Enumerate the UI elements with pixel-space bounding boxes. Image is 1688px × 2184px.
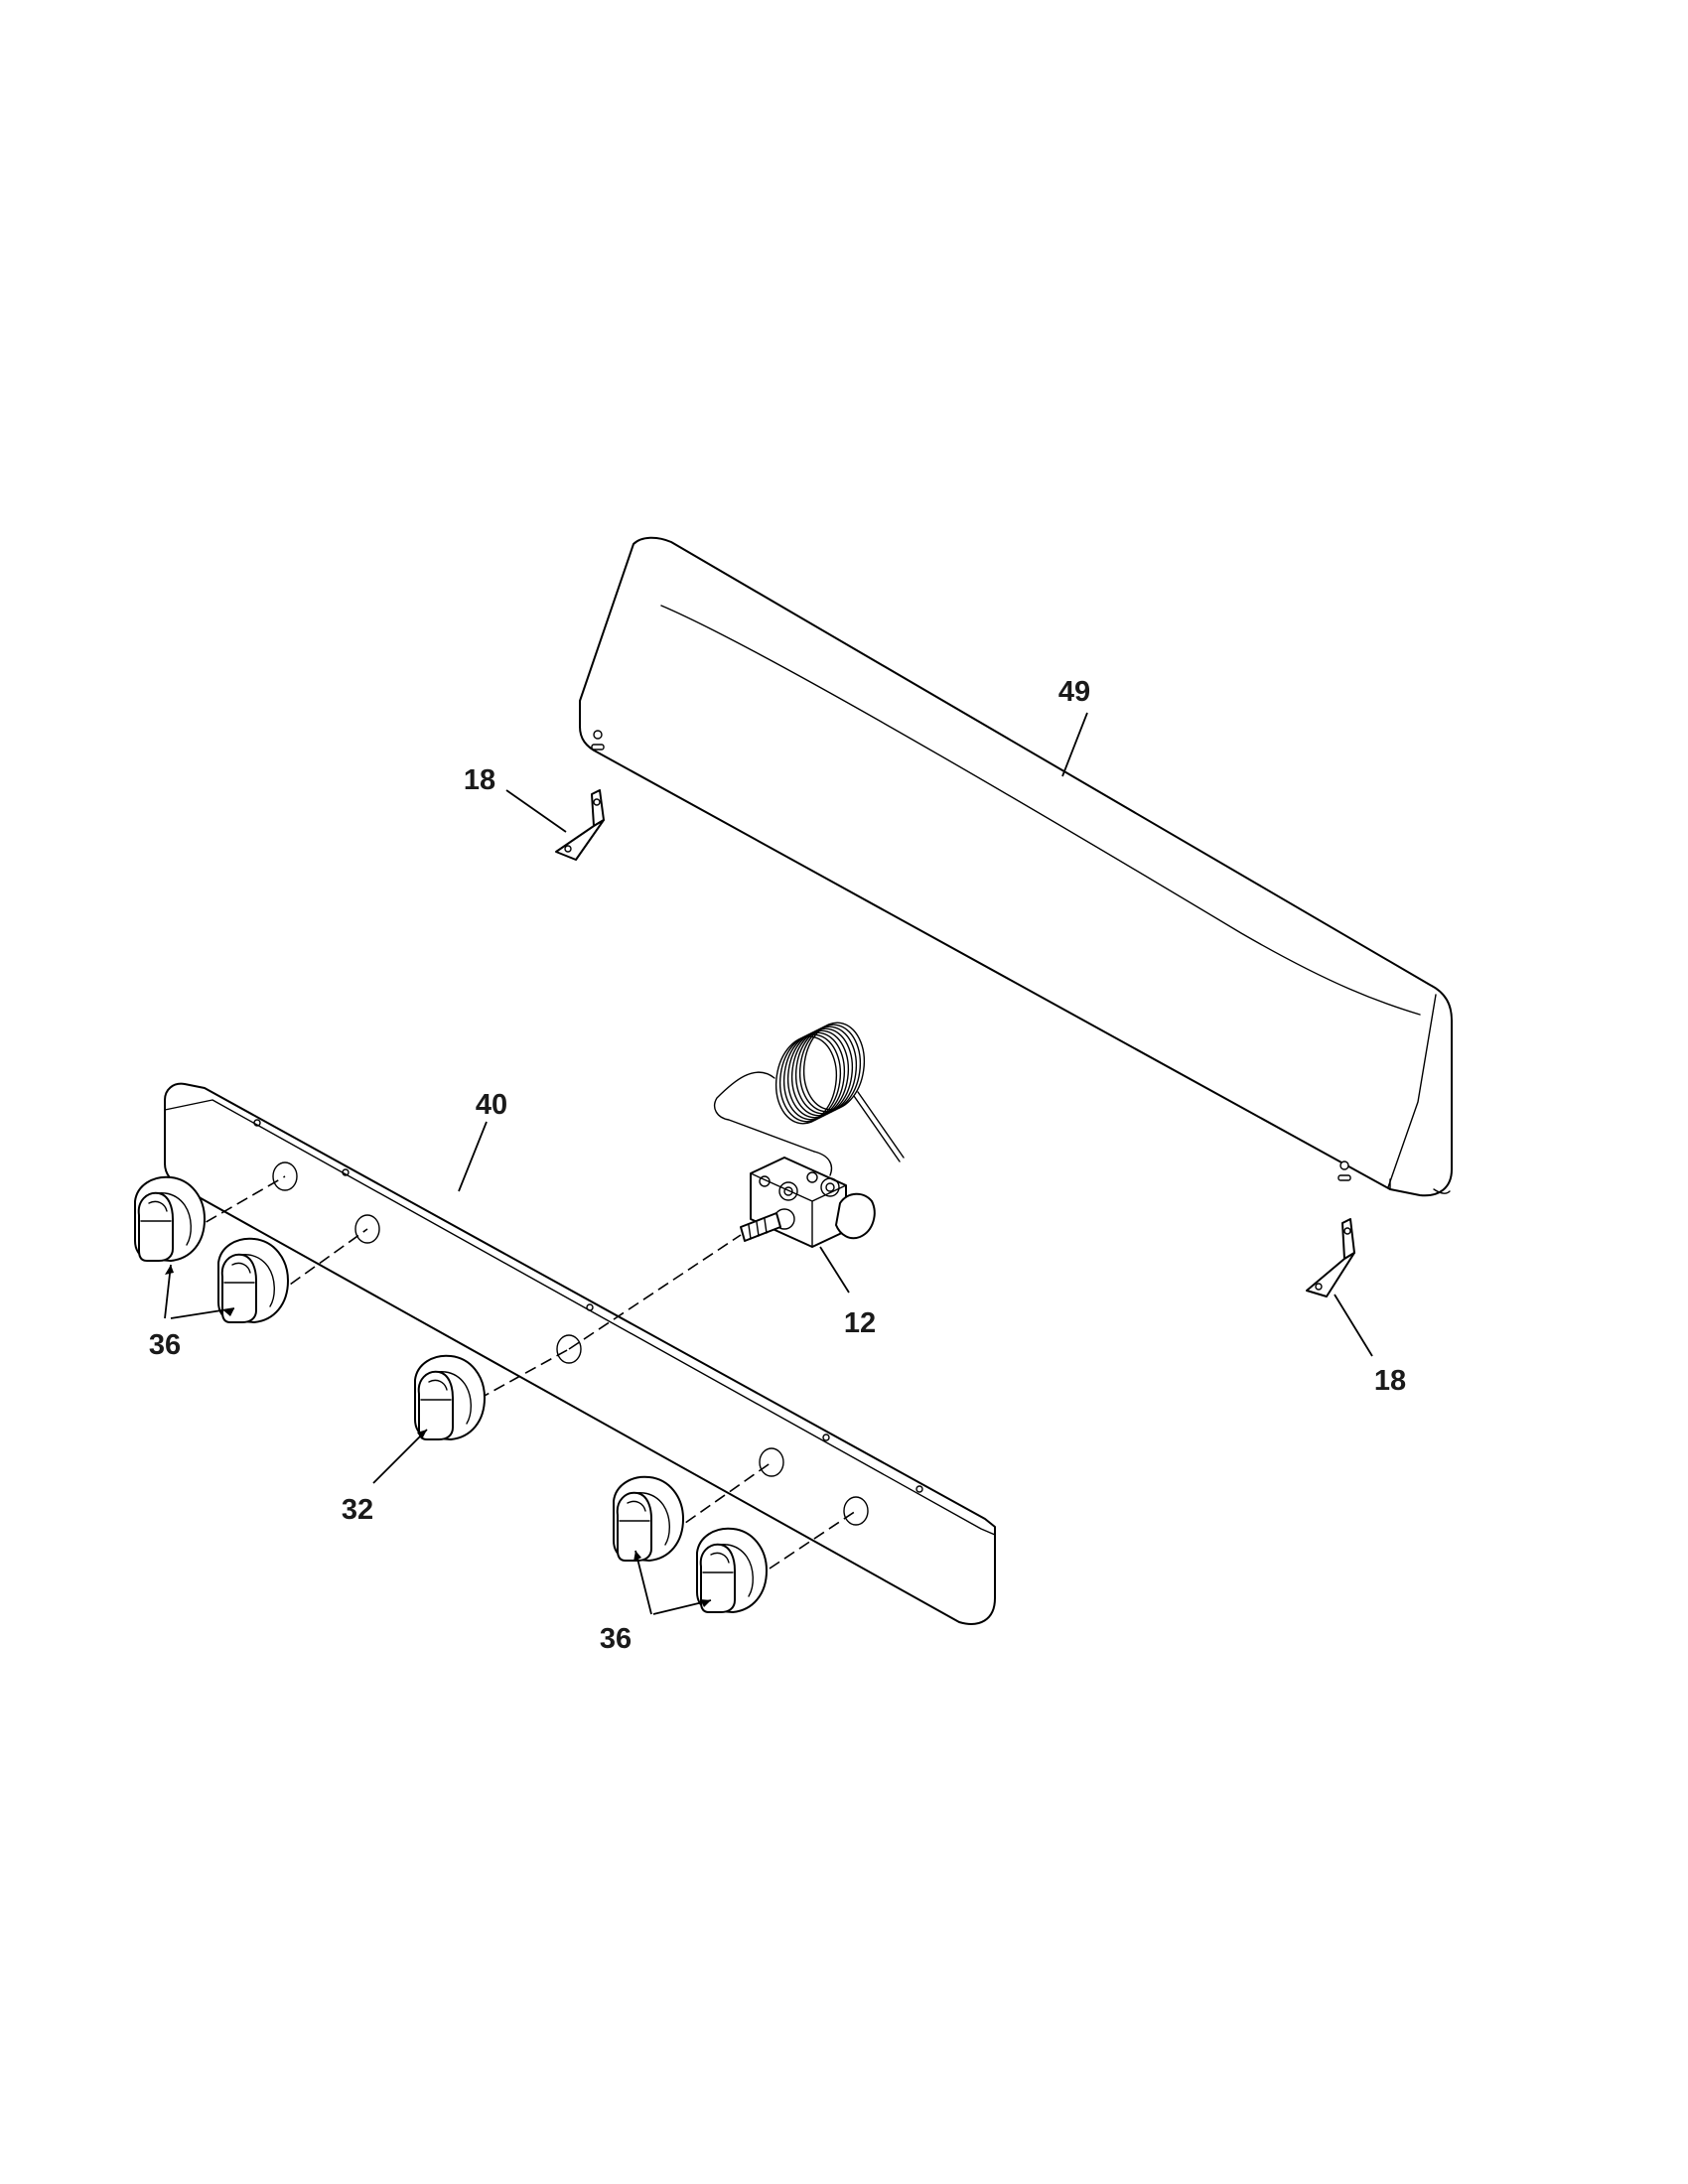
mounting-bracket-left: 18	[464, 764, 605, 861]
knob-right-1	[613, 1475, 684, 1562]
mounting-bracket-right: 18	[1306, 1218, 1406, 1397]
knob-right-2	[696, 1527, 768, 1613]
knob-leader-arrows	[165, 1265, 711, 1607]
thermostat-valve: 12	[713, 1022, 905, 1339]
callout-36-left: 36	[149, 1329, 181, 1361]
callout-40: 40	[476, 1089, 507, 1121]
backguard-panel: 49	[579, 536, 1453, 1197]
knob-center	[414, 1354, 486, 1440]
callout-49: 49	[1058, 676, 1090, 708]
callout-32: 32	[342, 1494, 373, 1526]
callout-18-left: 18	[464, 764, 495, 796]
control-panel: 40	[164, 1082, 996, 1625]
capillary-coil	[713, 1022, 905, 1162]
alignment-lines	[190, 1175, 857, 1579]
callout-12: 12	[844, 1307, 876, 1339]
callout-18-right: 18	[1374, 1365, 1406, 1397]
callout-36-right: 36	[600, 1623, 632, 1655]
knob-left-1	[134, 1175, 206, 1262]
knob-leaders	[164, 1264, 712, 1615]
